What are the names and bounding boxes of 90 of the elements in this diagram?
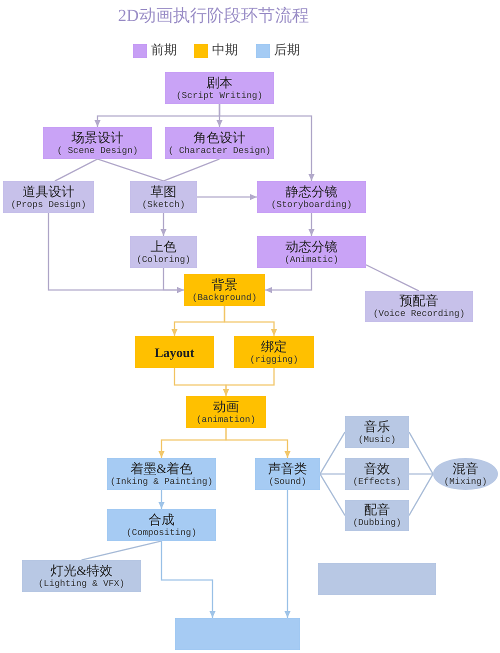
process-box [365,291,473,322]
node-subtitle: (rigging) [250,354,298,366]
process-box [257,181,366,213]
node-subtitle: (Coloring) [136,254,190,266]
connector-line [409,473,433,475]
arrow [158,490,165,509]
connector-line [408,432,434,474]
node-subtitle: (Voice Recording) [373,308,465,320]
arrow [162,268,184,294]
empty-box [175,618,300,650]
node-title: 草图 [150,184,176,198]
process-box [107,509,216,541]
node-subtitle: (Lighting & VFX) [38,578,125,590]
node-subtitle: (animation) [196,414,256,426]
empty-box [318,563,436,595]
process-box [345,458,409,490]
node-title: 声音类 [268,460,307,476]
legend-label: 后期 [274,42,300,58]
arrow [222,368,275,396]
node-title: 绑定 [261,338,287,354]
node-subtitle: (Props Design) [10,198,86,210]
node-title: 道具设计 [22,184,74,198]
legend-label: 中期 [212,42,238,58]
node-title: 灯光&特效 [50,562,113,578]
node-subtitle: ( Scene Design) [56,144,138,156]
node-subtitle: (Animatic) [284,254,338,266]
node-title: 预配音 [400,293,438,308]
legend-label: 前期 [151,42,177,58]
node-subtitle: ( Character Design) [168,144,271,156]
process-box [135,336,214,368]
node-subtitle: (Compositing) [126,526,197,538]
connector-line [163,158,220,182]
process-box [345,500,409,531]
node-title: 背景 [212,276,238,292]
node-title: 动态分镜 [286,238,338,254]
connector-line [97,158,164,182]
arrow [284,490,291,618]
connector-line [320,473,345,475]
node-subtitle: (Storyboarding) [270,198,352,210]
arrow [218,104,315,181]
arrow [225,428,291,458]
process-box [186,396,266,428]
node-title: 场景设计 [72,130,124,144]
node-title: 混音 [452,460,478,476]
process-box [255,458,320,490]
arrow [160,541,216,618]
node-title: 音效 [364,460,390,476]
node-subtitle: (Dubbing) [352,517,402,529]
node-subtitle: (Effects) [352,476,402,488]
process-box [234,336,314,368]
connector-line [366,264,420,292]
process-box [107,458,216,490]
node-title: 剧本 [206,74,232,90]
arrow [224,306,278,336]
process-box [165,72,274,104]
node-title: 着墨&着色 [130,460,193,476]
process-box [165,127,274,159]
node-title: 上色 [150,238,176,254]
connector-line [319,474,346,516]
node-label: Layout [154,344,194,360]
process-box [257,236,366,268]
process-box [130,181,197,213]
node-title: 动画 [213,398,239,414]
node-title: 合成 [148,512,174,526]
arrow [308,213,315,236]
node-subtitle: (Mixing) [444,476,488,488]
process-box [345,416,409,448]
arrow [265,268,312,294]
diagram-title: 2D动画执行阶段环节流程 [118,5,309,27]
node-subtitle: (Background) [192,292,257,304]
process-box [130,236,197,268]
arrow [160,213,167,236]
node-subtitle: (Script Writing) [176,90,263,102]
node-title: 音乐 [364,418,390,434]
connector-line [408,474,434,516]
node-subtitle: (Music) [358,434,396,446]
connector-line [81,540,162,561]
arrow [197,194,257,200]
node-title: 静态分镜 [286,184,338,198]
node-subtitle: (Inking & Painting) [110,476,213,488]
node-subtitle: (Sound) [268,476,306,488]
node-subtitle: (Sketch) [142,198,186,210]
connector-line [54,158,98,182]
process-box [3,181,94,213]
process-box [184,274,265,306]
process-box [43,127,152,159]
process-box [22,560,141,592]
connector-line [319,432,346,474]
node-title: 角色设计 [194,130,246,144]
node-title: 配音 [364,502,390,517]
